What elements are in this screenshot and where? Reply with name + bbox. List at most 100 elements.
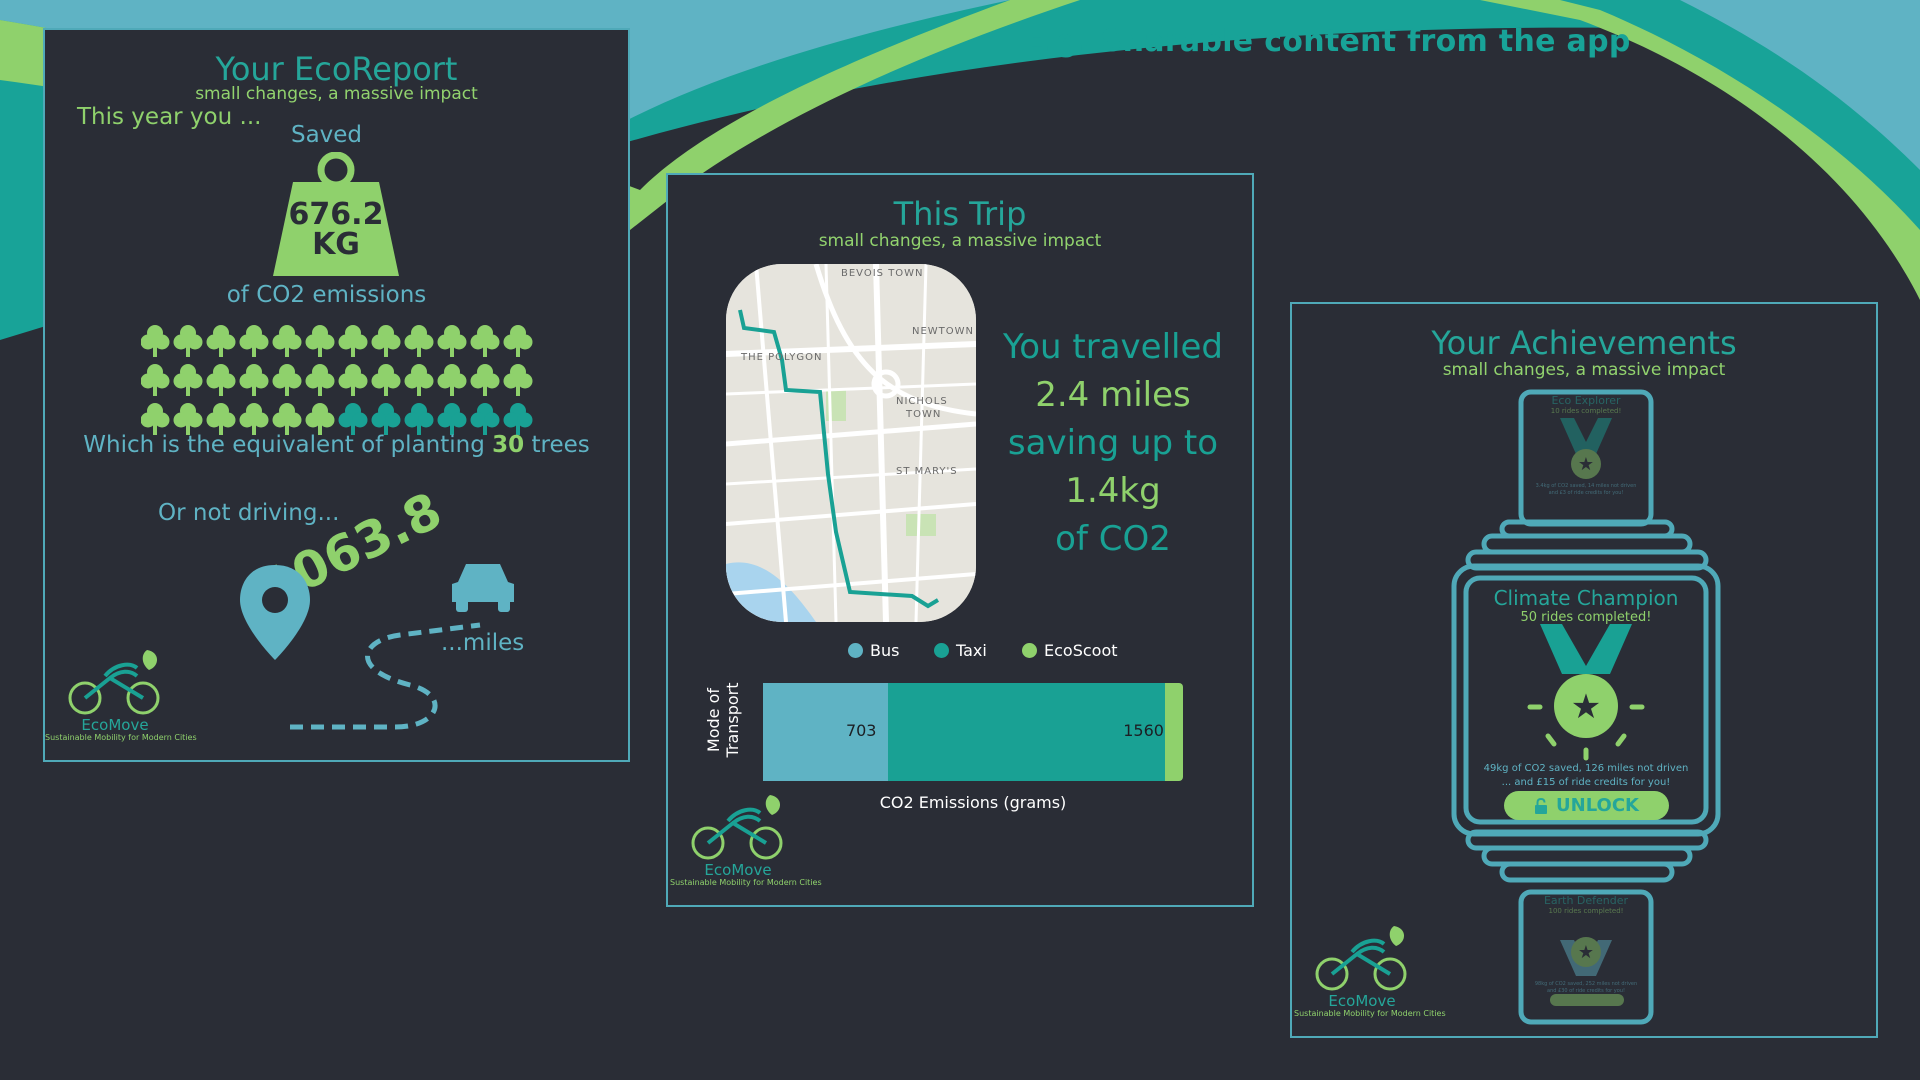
tree-icon: [338, 325, 368, 357]
car-icon: [452, 564, 514, 612]
earth-defender-sub: 100 rides completed!: [1548, 907, 1624, 915]
tree-icon: [206, 364, 236, 396]
legend-item-bus: Bus: [848, 641, 899, 660]
climate-champion-desc: 49kg of CO2 saved, 126 miles not driven …: [1466, 762, 1706, 790]
trip-subtitle: small changes, a massive impact: [818, 231, 1102, 251]
badge-eco-explorer[interactable]: Eco Explorer 10 rides completed! 3.4kg o…: [1521, 394, 1651, 497]
badge-earth-defender[interactable]: Earth Defender 100 rides completed! 98kg…: [1521, 894, 1651, 995]
ecomove-logo-icon: [1315, 926, 1407, 991]
trip-title: This Trip: [893, 195, 1027, 233]
legend-swatch: [1022, 643, 1037, 658]
summary-line-3: saving up to: [1007, 423, 1219, 463]
tree-icon: [437, 364, 467, 396]
saved-label: Saved: [290, 122, 363, 148]
map-drawing: BEVOIS TOWN NEWTOWN THE POLYGON NICHOLS …: [726, 264, 976, 622]
miles-label: ...miles: [441, 630, 525, 656]
tree-icon: [437, 403, 467, 435]
earth-defender-desc-2: and £30 of ride credits for you!: [1547, 988, 1625, 994]
intro-text: This year you ...: [77, 104, 262, 130]
trip-card: This Trip small changes, a massive impac…: [666, 173, 1254, 907]
driving-label: Or not driving...: [158, 500, 340, 526]
tree-icon: [239, 403, 269, 435]
chart-legend: Bus Taxi EcoScoot: [668, 641, 1256, 665]
ecomove-logo-icon: [691, 795, 783, 860]
unlock-button[interactable]: UNLOCK: [1504, 791, 1669, 820]
ylabel-line-1: Mode of: [704, 687, 723, 753]
trees-equivalent-text: Which is the equivalent of planting 30 t…: [45, 432, 628, 458]
climate-champion-name: Climate Champion: [1493, 586, 1679, 610]
tree-icon: [206, 325, 236, 357]
weight-unit: KG: [312, 227, 360, 262]
summary-line-5: of CO2: [1055, 519, 1171, 559]
tree-icon: [404, 325, 434, 357]
tree-icon: [338, 403, 368, 435]
eco-explorer-desc-1: 3.4kg of CO2 saved, 14 miles not driven: [1535, 483, 1637, 489]
lock-icon: [1535, 797, 1548, 814]
brand-name: EcoMove: [704, 861, 772, 879]
achievements-title: Your Achievements: [1431, 324, 1737, 362]
summary-line-4: 1.4kg: [1065, 471, 1161, 511]
summary-line-2: 2.4 miles: [1035, 375, 1191, 415]
legend-label: EcoScoot: [1044, 641, 1118, 660]
map-label-nichols-1: NICHOLS: [896, 396, 948, 407]
brand-tagline: Sustainable Mobility for Modern Cities: [45, 733, 197, 742]
bar-label-taxi: 1560: [1123, 721, 1164, 740]
tree-icon: [272, 364, 302, 396]
tree-icon: [140, 364, 170, 396]
stacked-bar: 703 1560: [763, 683, 1183, 781]
tree-icon: [437, 325, 467, 357]
svg-text:★: ★: [1578, 454, 1594, 475]
unlock-button-label: UNLOCK: [1556, 795, 1639, 816]
eco-explorer-name: Eco Explorer: [1551, 394, 1621, 407]
achievements-card: Your Achievements small changes, a massi…: [1290, 302, 1878, 1038]
tree-icon: [239, 364, 269, 396]
tree-grid: [140, 322, 541, 442]
bar-bus: [763, 683, 888, 781]
ecoreport-title: Your EcoReport: [215, 50, 458, 88]
tree-icon: [371, 403, 401, 435]
map-label-stmarys: ST MARY'S: [896, 466, 958, 477]
climate-champion-desc-1: 49kg of CO2 saved, 126 miles not driven: [1483, 763, 1689, 774]
tree-icon: [503, 403, 533, 435]
tree-icons: [140, 325, 533, 435]
tree-icon: [305, 325, 335, 357]
page-headline: E.g. Sharable content from the app: [1024, 24, 1631, 59]
svg-text:★: ★: [1578, 942, 1594, 963]
emissions-label: of CO2 emissions: [226, 282, 427, 308]
trip-summary: You travelled 2.4 miles saving up to 1.4…: [988, 323, 1238, 563]
chart-ylabel: Mode of Transport: [704, 665, 744, 775]
tree-icon: [503, 364, 533, 396]
brand-tagline: Sustainable Mobility for Modern Cities: [670, 878, 822, 887]
trees-prefix: Which is the equivalent of planting: [83, 432, 485, 458]
tree-icon: [272, 403, 302, 435]
legend-swatch: [848, 643, 863, 658]
eco-explorer-sub: 10 rides completed!: [1550, 407, 1622, 415]
tree-icon: [338, 364, 368, 396]
route-illustration: [240, 565, 481, 730]
tree-icon: [305, 364, 335, 396]
ecoreport-subtitle: small changes, a massive impact: [195, 84, 478, 104]
map-label-nichols-2: TOWN: [905, 409, 941, 420]
climate-champion-desc-2: ... and £15 of ride credits for you!: [1501, 777, 1671, 788]
eco-explorer-desc-2: and £3 of ride credits for you!: [1548, 490, 1624, 496]
tree-icon: [140, 403, 170, 435]
bar-label-bus: 703: [845, 721, 877, 740]
legend-label: Taxi: [956, 641, 987, 660]
brand-tagline: Sustainable Mobility for Modern Cities: [1294, 1009, 1446, 1018]
tree-icon: [173, 403, 203, 435]
tree-icon: [173, 325, 203, 357]
map-label-polygon: THE POLYGON: [740, 352, 822, 363]
tree-icon: [140, 325, 170, 357]
route-map[interactable]: BEVOIS TOWN NEWTOWN THE POLYGON NICHOLS …: [726, 264, 976, 622]
ecoreport-card: Your EcoReport small changes, a massive …: [43, 28, 630, 762]
legend-swatch: [934, 643, 949, 658]
weight-icon: [273, 152, 399, 276]
bar-ecoscoot: [1165, 683, 1183, 781]
earth-defender-name: Earth Defender: [1543, 894, 1629, 907]
legend-item-taxi: Taxi: [934, 641, 987, 660]
climate-champion-sub: 50 rides completed!: [1520, 610, 1652, 625]
achievements-subtitle: small changes, a massive impact: [1442, 360, 1726, 380]
chart-xlabel: CO2 Emissions (grams): [879, 793, 1067, 812]
weight-value: 676.2: [288, 197, 384, 232]
tree-icon: [272, 325, 302, 357]
